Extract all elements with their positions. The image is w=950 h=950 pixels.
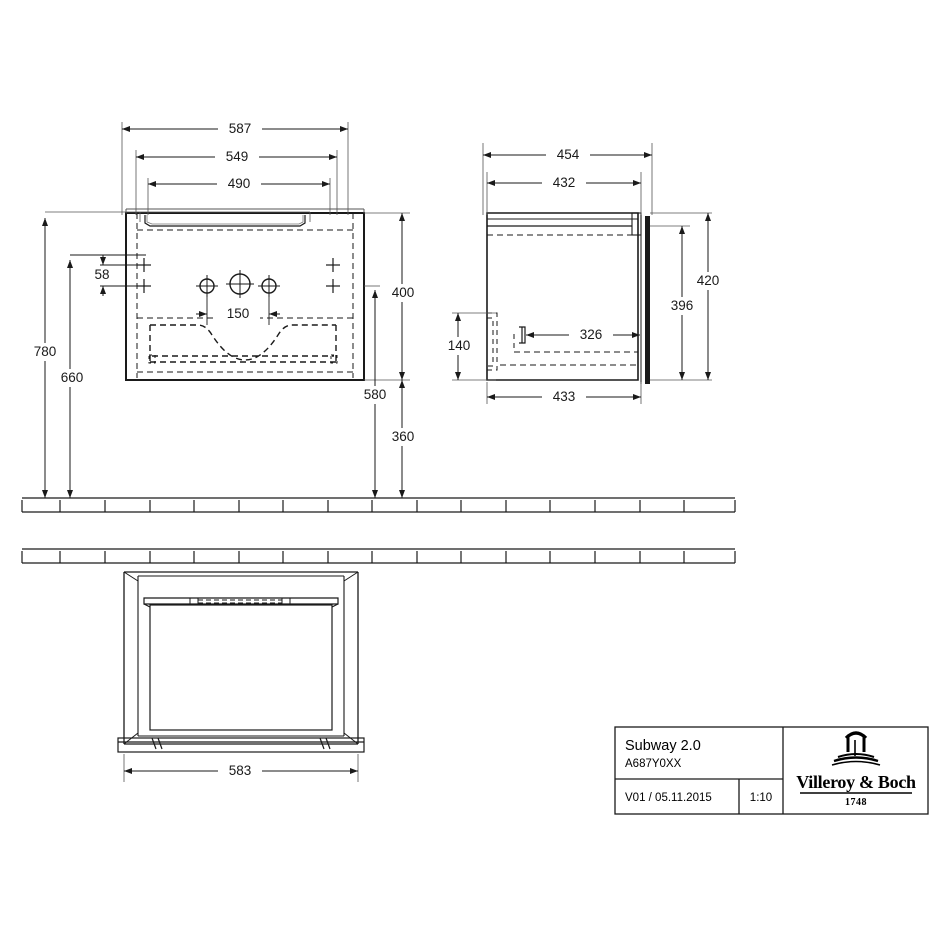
dimension-label-326: 326 xyxy=(580,327,603,342)
plan-bottom-plinth xyxy=(117,737,365,753)
title-block-scale: 1:10 xyxy=(750,792,772,804)
title-block: Subway 2.0 A687Y0XX V01 / 05.11.2015 1:1… xyxy=(614,726,929,815)
side-cabinet-body xyxy=(486,212,650,384)
title-block-product-name: Subway 2.0 xyxy=(625,738,701,754)
dimension-583: 583 xyxy=(123,754,359,782)
dimension-490: 490 xyxy=(147,176,331,215)
floor-tile-line xyxy=(21,497,736,513)
dimension-label-58: 58 xyxy=(94,267,109,282)
logo-brand-name: Villeroy & Boch xyxy=(796,772,916,792)
front-hidden-drawer-outline xyxy=(136,213,354,378)
front-hidden-basin-cutout xyxy=(149,324,337,363)
dimension-label-400: 400 xyxy=(392,285,415,300)
title-block-revision-date: V01 / 05.11.2015 xyxy=(625,792,712,804)
side-mounting-bracket xyxy=(513,326,526,352)
plan-inner-box xyxy=(137,575,345,737)
front-elevation-view: 587 549 490 58 xyxy=(24,121,424,498)
dimension-58: 58 xyxy=(85,255,146,296)
dimension-587: 587 xyxy=(121,121,349,215)
logo-fountain-icon xyxy=(831,731,881,766)
dimension-label-549: 549 xyxy=(226,149,249,164)
front-hidden-basin-feet xyxy=(148,354,338,364)
front-cabinet-body xyxy=(125,208,365,381)
dimension-label-780: 780 xyxy=(34,344,57,359)
dimension-140: 140 xyxy=(438,312,496,381)
dimension-660: 660 xyxy=(51,254,146,498)
dimension-432: 432 xyxy=(486,172,642,215)
plan-drawer-front xyxy=(143,597,339,731)
dimension-label-583: 583 xyxy=(229,763,252,778)
dimension-label-433: 433 xyxy=(553,389,576,404)
dimension-label-360: 360 xyxy=(392,429,415,444)
plan-outer-box xyxy=(123,571,359,745)
dimension-label-454: 454 xyxy=(557,147,580,162)
fixing-mark-bottom-right xyxy=(326,279,340,293)
villeroy-boch-logo: Villeroy & Boch 1748 xyxy=(796,731,916,808)
dimension-400: 400 xyxy=(364,212,424,381)
dimension-label-580: 580 xyxy=(364,387,387,402)
side-hidden-lines xyxy=(487,234,638,366)
dimension-396: 396 xyxy=(650,225,704,380)
dimension-label-660: 660 xyxy=(61,370,84,385)
plan-handle-groove xyxy=(189,597,291,606)
logo-brand-year: 1748 xyxy=(845,797,867,808)
wall-tile-line xyxy=(21,548,736,564)
dimension-580: 580 xyxy=(354,285,396,498)
fixing-mark-top-right xyxy=(326,258,340,272)
dimension-label-432: 432 xyxy=(553,175,576,190)
dimension-label-396: 396 xyxy=(671,298,694,313)
title-block-article-number: A687Y0XX xyxy=(625,758,682,770)
dimension-454: 454 xyxy=(482,143,653,215)
dimension-label-587: 587 xyxy=(229,121,252,136)
dimension-326: 326 xyxy=(526,327,640,343)
dimension-150: 150 xyxy=(196,286,280,325)
dimension-420: 420 xyxy=(650,212,730,381)
front-drawer-handle-groove xyxy=(139,212,311,227)
side-elevation-view: 454 432 326 140 xyxy=(438,143,730,405)
dimension-label-420: 420 xyxy=(697,273,720,288)
dimension-433: 433 xyxy=(486,382,642,405)
dimension-780: 780 xyxy=(24,211,310,498)
dimension-360: 360 xyxy=(382,380,424,498)
plan-view: 583 xyxy=(117,571,365,782)
dimension-label-150: 150 xyxy=(227,306,250,321)
dimension-549: 549 xyxy=(135,149,338,215)
dimension-label-490: 490 xyxy=(228,176,251,191)
dimension-label-140: 140 xyxy=(448,338,471,353)
tap-hole-center xyxy=(226,270,254,298)
